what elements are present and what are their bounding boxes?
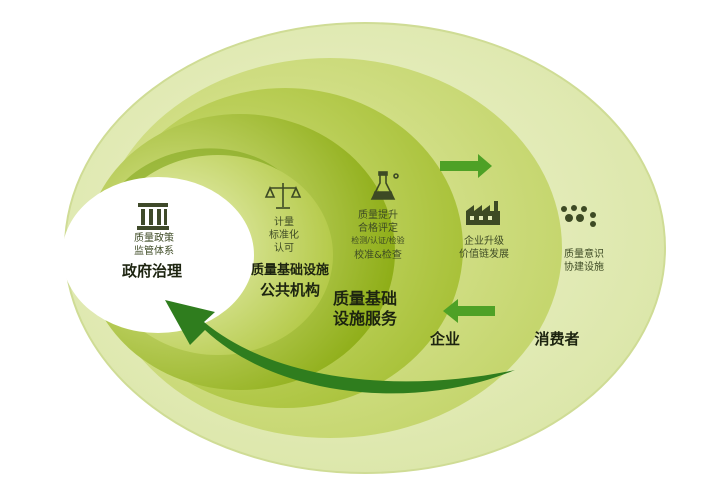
feedback-arrow <box>165 300 515 394</box>
government-sub-2: 监管体系 <box>134 246 174 257</box>
enterprise-sub-1: 企业升级 <box>464 236 504 247</box>
people-group-icon <box>561 205 596 227</box>
enterprise-title: 企业 <box>429 330 460 348</box>
services-title-1: 质量基础 <box>332 289 397 308</box>
consumer-sub-1: 质量意识 <box>564 249 604 260</box>
flask-icon <box>370 171 399 200</box>
government-sub-1: 质量政策 <box>134 233 174 244</box>
public-sub-2: 标准化 <box>269 230 299 241</box>
government-building-icon <box>137 203 169 230</box>
swirl-shade <box>90 148 310 250</box>
government-title: 政府治理 <box>121 262 182 280</box>
public-sub-3: 认可 <box>274 243 294 254</box>
public-title-1: 质量基础设施 <box>250 263 329 278</box>
public-sub-1: 计量 <box>274 217 294 228</box>
balance-scale-icon <box>264 183 302 209</box>
right-arrow <box>440 154 492 178</box>
left-arrow <box>443 299 495 323</box>
services-sub-4: 校准&检查 <box>354 250 402 261</box>
services-sub-2: 合格评定 <box>358 223 398 234</box>
enterprise-sub-2: 价值链发展 <box>459 249 509 260</box>
core-government <box>62 177 254 333</box>
services-sub-1: 质量提升 <box>358 210 398 221</box>
public-title-2: 公共机构 <box>259 281 320 299</box>
consumer-title: 消费者 <box>534 330 580 348</box>
services-title-2: 设施服务 <box>332 309 397 328</box>
consumer-sub-2: 协建设施 <box>564 262 604 273</box>
factory-icon <box>466 201 500 225</box>
services-sub-3: 检测/认证/检验 <box>351 236 405 245</box>
